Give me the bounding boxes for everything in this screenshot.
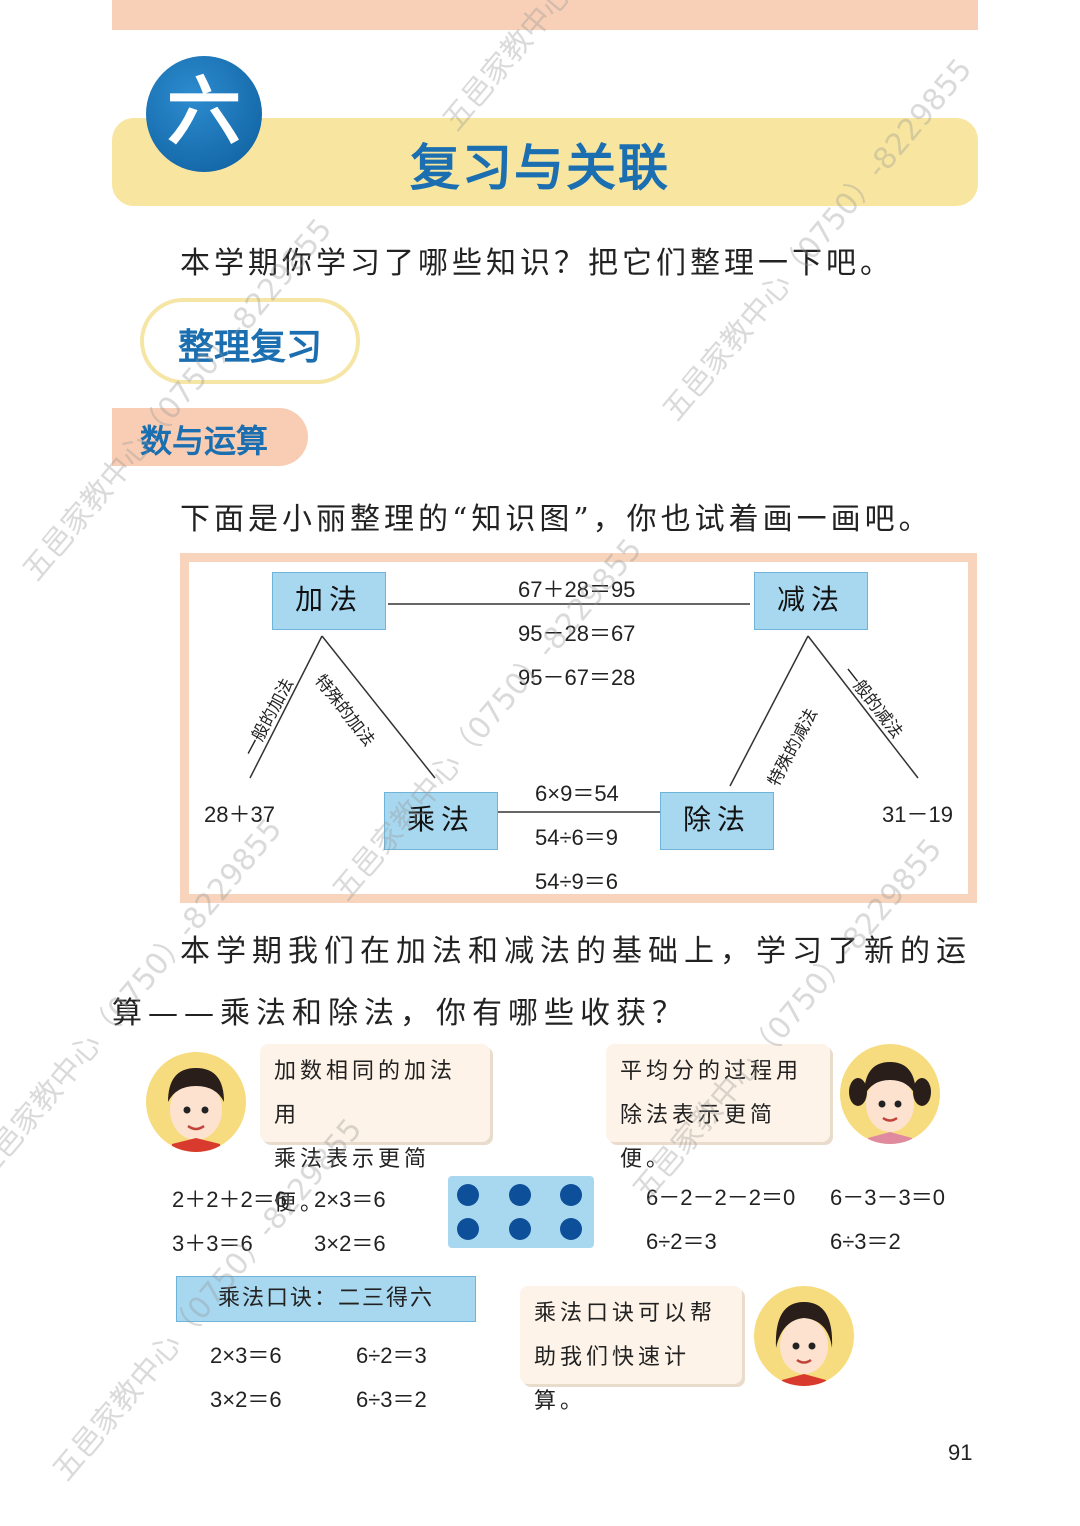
add-sub-eq-2: 95－28＝67 [518, 621, 636, 646]
tip-eq-3: 3×2＝6 [210, 1387, 282, 1412]
div-box: 除法 [660, 792, 774, 850]
dot [457, 1184, 479, 1206]
dot [509, 1184, 531, 1206]
add-example: 28＋37 [204, 802, 275, 827]
dot [509, 1218, 531, 1240]
add-sub-eq-3: 95－67＝28 [518, 665, 636, 690]
section-title: 整理复习 [177, 327, 322, 368]
girl2-bubble-line-1: 乘法口诀可以帮 [534, 1301, 717, 1326]
tip-eq-4: 6÷3＝2 [356, 1387, 427, 1412]
div-eq-1: 6－2－2－2＝0 [646, 1185, 796, 1210]
mul-div-eq-1: 6×9＝54 [535, 781, 619, 806]
section-pill [140, 298, 360, 384]
girl2-speech-bubble: 乘法口诀可以帮 助我们快速计算。 [520, 1286, 742, 1414]
div-eq-3: 6÷2＝3 [646, 1229, 717, 1254]
para2-line2: 算——乘法和除法，你有哪些收获？ [112, 996, 688, 1031]
mul-div-eq-2: 54÷6＝9 [535, 825, 619, 850]
top-band [112, 0, 978, 30]
girl-bubble-line-2: 除法表示更简便。 [620, 1103, 777, 1172]
boy-face-icon [168, 1068, 224, 1152]
page-number: 91 [948, 1440, 973, 1465]
sub-example: 31－19 [882, 802, 953, 827]
chapter-number: 六 [167, 69, 241, 155]
lead-text: 下面是小丽整理的“知识图”，你也试着画一画吧。 [180, 502, 933, 537]
girl2-bubble-line-2: 助我们快速计算。 [534, 1345, 691, 1414]
dot [457, 1218, 479, 1240]
mul-div-eq-3: 54÷9＝6 [535, 869, 619, 894]
mul-eq-2: 2×3＝6 [314, 1187, 386, 1212]
add-box: 加法 [272, 572, 386, 630]
knowledge-map-frame [180, 553, 977, 903]
boy-bubble-line-2: 乘法表示更简便。 [274, 1147, 431, 1216]
boy-bubble-line-1: 加数相同的加法用 [274, 1059, 457, 1128]
mul-box: 乘法 [384, 792, 498, 850]
div-eq-2: 6－3－3＝0 [830, 1185, 945, 1210]
dot [560, 1184, 582, 1206]
topic-tag [112, 408, 308, 466]
intro-text: 本学期你学习了哪些知识？把它们整理一下吧。 [180, 246, 894, 281]
chapter-number-badge [146, 56, 262, 172]
boy-speech-bubble: 加数相同的加法用 乘法表示更简便。 [260, 1044, 490, 1216]
girl-speech-bubble: 平均分的过程用 除法表示更简便。 [606, 1044, 830, 1172]
girl2-avatar [754, 1286, 854, 1386]
topic-tag-label: 数与运算 [140, 422, 269, 460]
girl2-face-icon [775, 1302, 833, 1386]
chapter-title: 复习与关联 [410, 139, 670, 197]
girl-avatar [840, 1044, 940, 1144]
add-sub-eq-1: 67＋28＝95 [518, 577, 636, 602]
sub-box: 减法 [754, 572, 868, 630]
tip-eq-1: 2×3＝6 [210, 1343, 282, 1368]
para2-line1: 本学期我们在加法和减法的基础上，学习了新的运 [180, 934, 972, 969]
mul-eq-3: 3＋3＝6 [172, 1231, 253, 1256]
dot-array [448, 1176, 594, 1248]
div-eq-4: 6÷3＝2 [830, 1229, 901, 1254]
boy-avatar [146, 1052, 246, 1152]
girl-bubble-line-1: 平均分的过程用 [620, 1059, 803, 1084]
multiplication-tip-box: 乘法口诀：二三得六 [176, 1276, 476, 1322]
tip-eq-2: 6÷2＝3 [356, 1343, 427, 1368]
mul-eq-4: 3×2＝6 [314, 1231, 386, 1256]
mul-eq-1: 2＋2＋2＝6 [172, 1187, 287, 1212]
girl-face-icon [849, 1062, 931, 1144]
dot [560, 1218, 582, 1240]
